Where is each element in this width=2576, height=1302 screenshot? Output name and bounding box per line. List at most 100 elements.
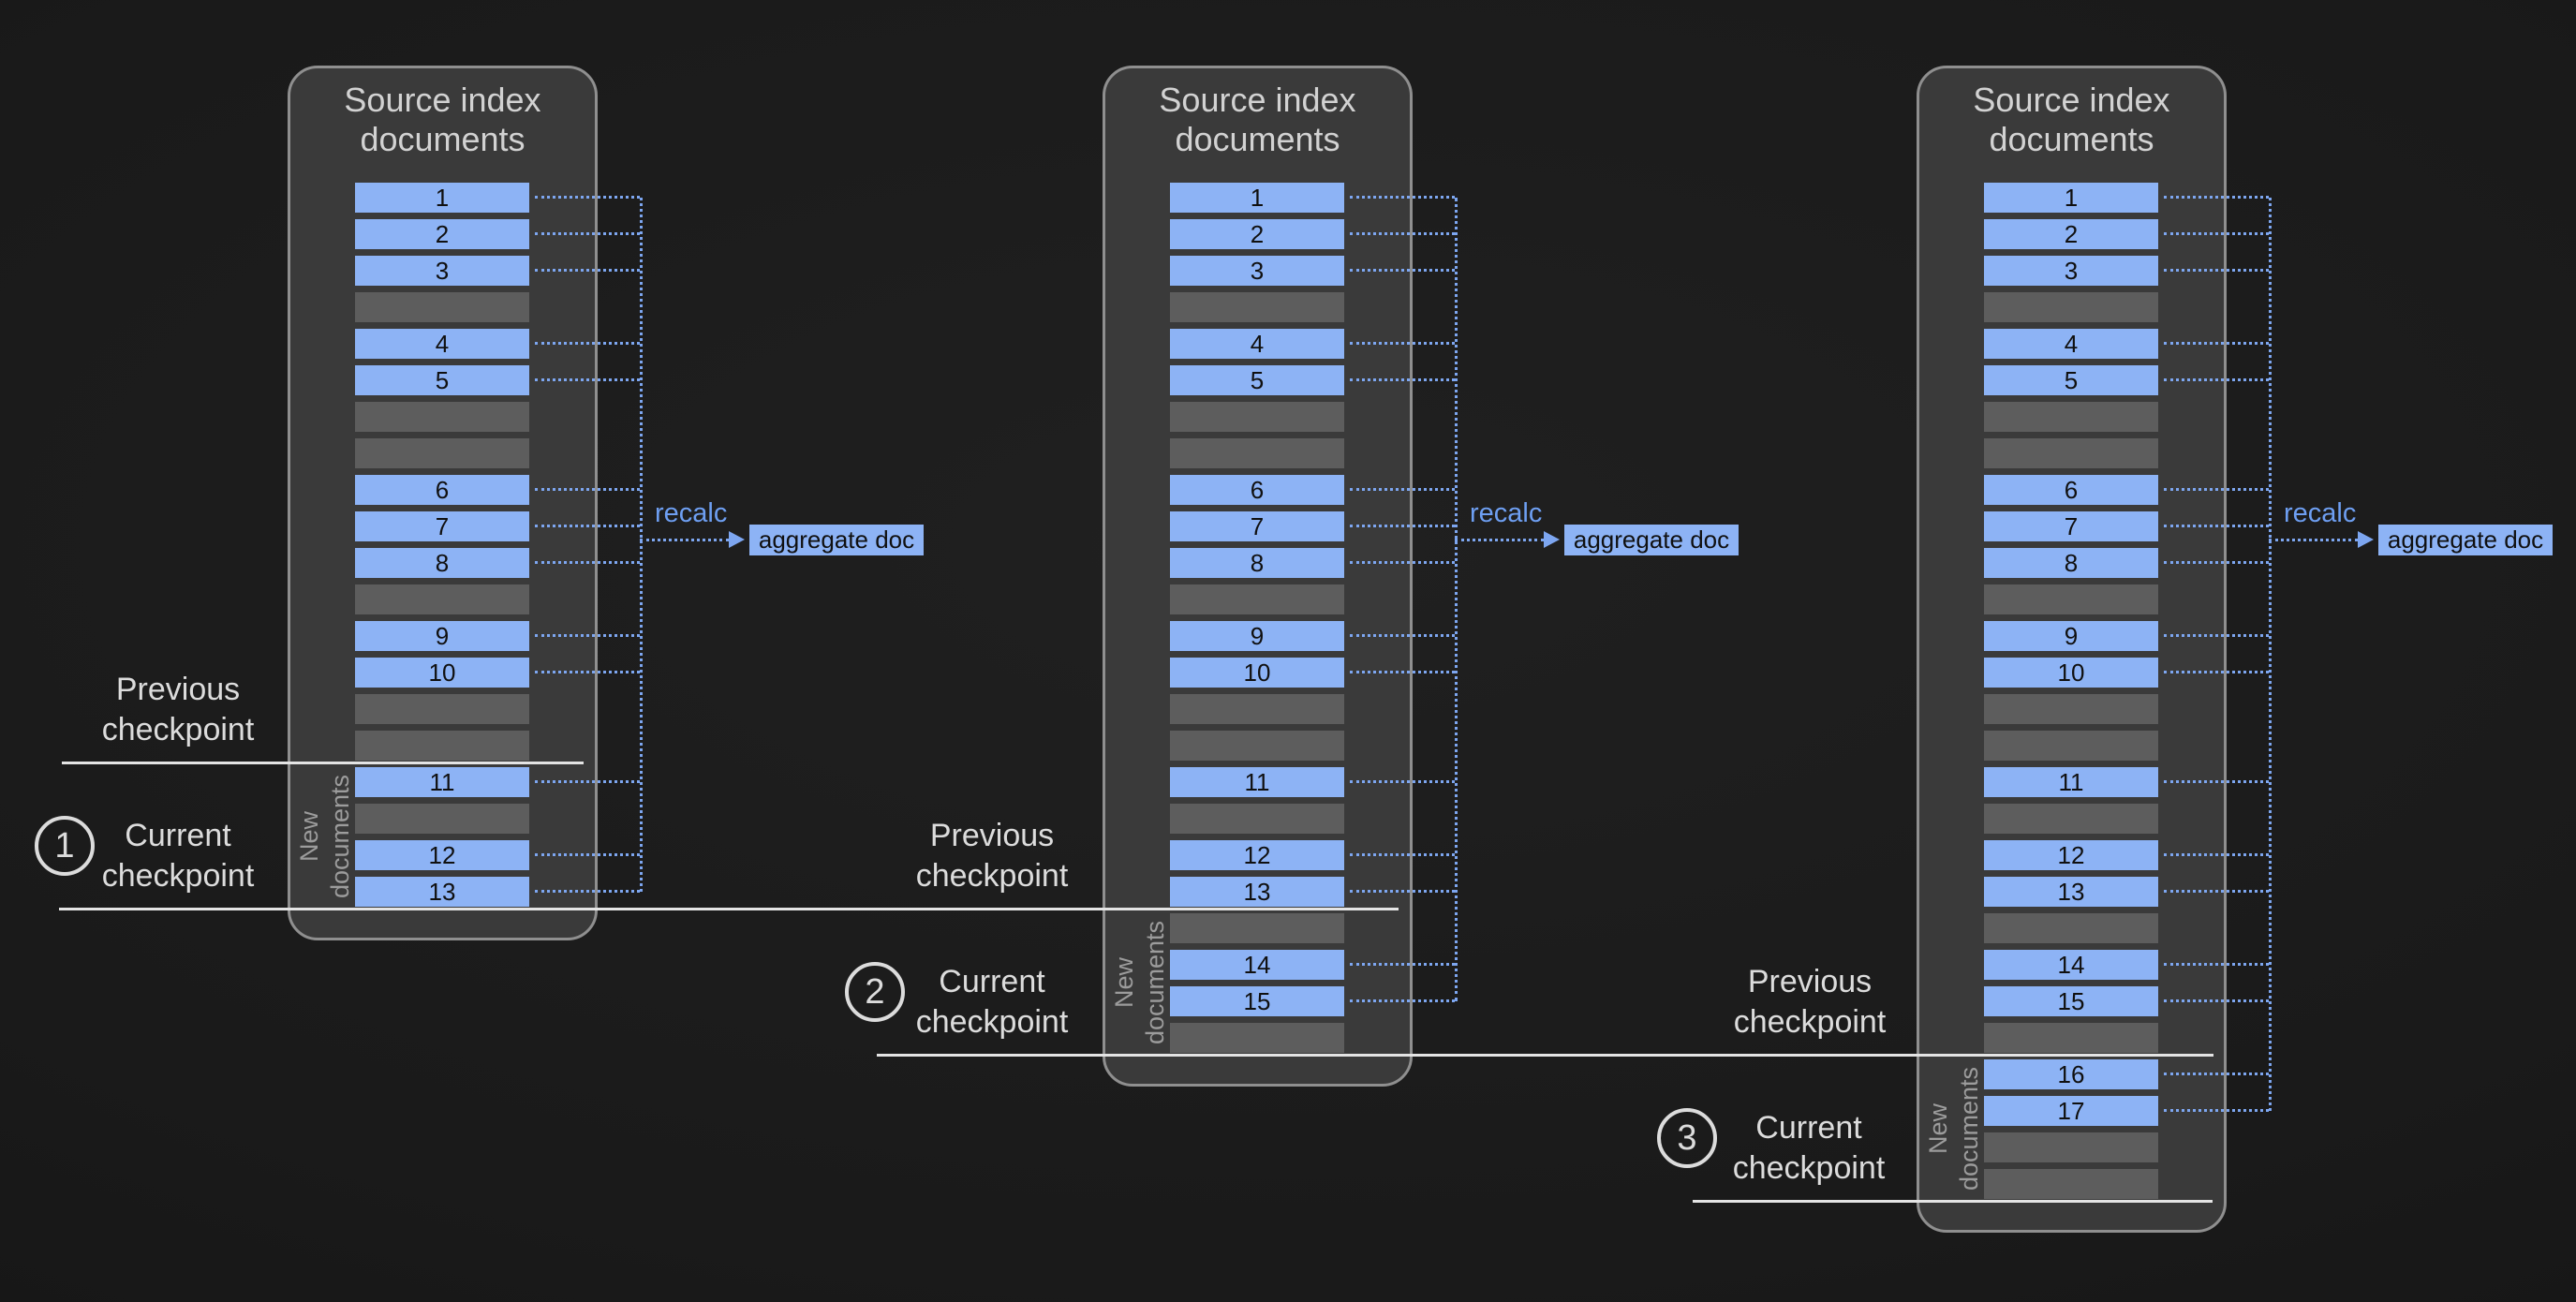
aggregate-doc-box: aggregate doc [2378,525,2553,555]
checkpoint-label-line: checkpoint [1733,1004,1887,1040]
placeholder-row [355,402,529,432]
document-row-5: 5 [1984,365,2158,395]
document-connector [2164,671,2269,673]
previous-checkpoint-label-3: Previous checkpoint [1734,962,1887,1043]
placeholder-row [1170,913,1344,943]
document-row-5: 5 [1170,365,1344,395]
document-row-8: 8 [1170,548,1344,578]
checkpoint-line-2 [59,908,1399,910]
checkpoint-label-line: Current [125,818,231,853]
document-connector [2164,634,2269,637]
document-row-6: 6 [1984,475,2158,505]
placeholder-row [1984,402,2158,432]
document-row-7: 7 [1170,511,1344,541]
document-connector [2164,890,2269,893]
document-row-15: 15 [1170,986,1344,1016]
document-row-12: 12 [1984,840,2158,870]
document-row-12: 12 [1170,840,1344,870]
document-connector [535,780,640,783]
document-row-10: 10 [1170,658,1344,688]
panel-title-line: documents [360,120,526,158]
checkpoint-label-line: checkpoint [101,712,255,747]
document-connector [2164,269,2269,272]
document-row-10: 10 [355,658,529,688]
placeholder-row [1984,694,2158,724]
document-connector [535,634,640,637]
new-documents-line: New [1110,956,1138,1009]
checkpoint-label-line: checkpoint [915,858,1069,894]
document-connector [535,525,640,527]
checkpoint-label-line: Previous [929,818,1055,853]
new-documents-line: documents [1955,1066,1983,1191]
document-row-1: 1 [1984,183,2158,213]
document-row-4: 4 [1170,329,1344,359]
document-connector [1350,269,1455,272]
document-row-15: 15 [1984,986,2158,1016]
recalc-label: recalc [655,498,728,528]
document-connector [535,853,640,856]
document-row-14: 14 [1984,950,2158,980]
placeholder-row [1170,804,1344,834]
document-row-11: 11 [1170,767,1344,797]
document-connector [1350,378,1455,381]
checkpoint-label-line: Current [1755,1110,1862,1146]
placeholder-row [1984,731,2158,761]
placeholder-row [355,804,529,834]
aggregate-doc-box: aggregate doc [1564,525,1739,555]
checkpoint-number-badge-1: 1 [35,816,95,876]
document-connector [2164,488,2269,491]
document-row-7: 7 [1984,511,2158,541]
document-connector [1350,634,1455,637]
placeholder-row [355,694,529,724]
placeholder-row [1984,1169,2158,1199]
document-connector [2164,999,2269,1002]
document-row-4: 4 [1984,329,2158,359]
document-connector [535,342,640,345]
new-documents-line: New [295,810,323,863]
placeholder-row [1170,438,1344,468]
previous-checkpoint-label-2: Previous checkpoint [916,816,1069,896]
document-row-7: 7 [355,511,529,541]
checkpoint-number-badge-3: 3 [1657,1108,1717,1168]
document-connector [535,232,640,235]
checkpoint-label-line: checkpoint [1732,1150,1886,1186]
document-row-3: 3 [355,256,529,286]
document-connector [535,488,640,491]
document-row-10: 10 [1984,658,2158,688]
document-row-2: 2 [1984,219,2158,249]
document-row-13: 13 [1170,877,1344,907]
document-row-9: 9 [1984,621,2158,651]
document-connector [2164,232,2269,235]
document-connector [1350,561,1455,564]
connector-bracket [640,198,643,892]
document-connector [1350,232,1455,235]
checkpoint-label-line: checkpoint [915,1004,1069,1040]
connector-bracket [2269,198,2272,1111]
document-connector [535,890,640,893]
placeholder-row [1984,804,2158,834]
placeholder-row [355,731,529,761]
aggregate-doc-box: aggregate doc [749,525,924,555]
placeholder-row [355,438,529,468]
checkpoint-number-badge-2: 2 [845,962,905,1022]
document-row-9: 9 [355,621,529,651]
document-connector [2164,378,2269,381]
current-checkpoint-label-3: Current checkpoint [1733,1108,1886,1189]
checkpoint-label-line: Previous [1747,964,1873,999]
document-connector [1350,890,1455,893]
document-row-1: 1 [1170,183,1344,213]
document-connector [2164,525,2269,527]
placeholder-row [1170,731,1344,761]
panel-title-line: documents [1175,120,1340,158]
panel-title-line: Source index [1973,81,2170,119]
checkpoint-line-3 [877,1054,2213,1057]
checkpoint-line-4 [1693,1200,2213,1203]
checkpoint-label-line: Current [939,964,1045,999]
placeholder-row [1984,913,2158,943]
